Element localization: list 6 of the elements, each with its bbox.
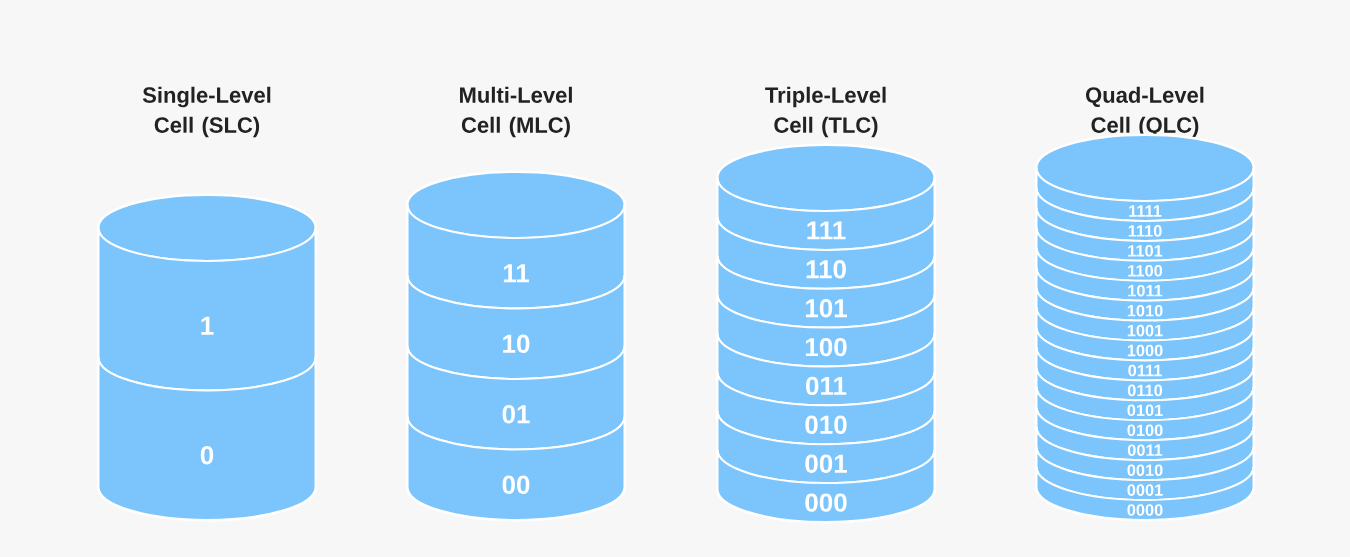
layer-band: 11 — [406, 204, 626, 310]
cell-heading: Single-Level Cell (SLC) — [142, 86, 271, 138]
layer-band: 0 — [97, 356, 317, 521]
layer-band: 111 — [716, 177, 936, 251]
cell-heading: Triple-Level Cell (TLC) — [765, 86, 886, 138]
cell-heading: Multi-Level Cell (MLC) — [460, 86, 572, 138]
